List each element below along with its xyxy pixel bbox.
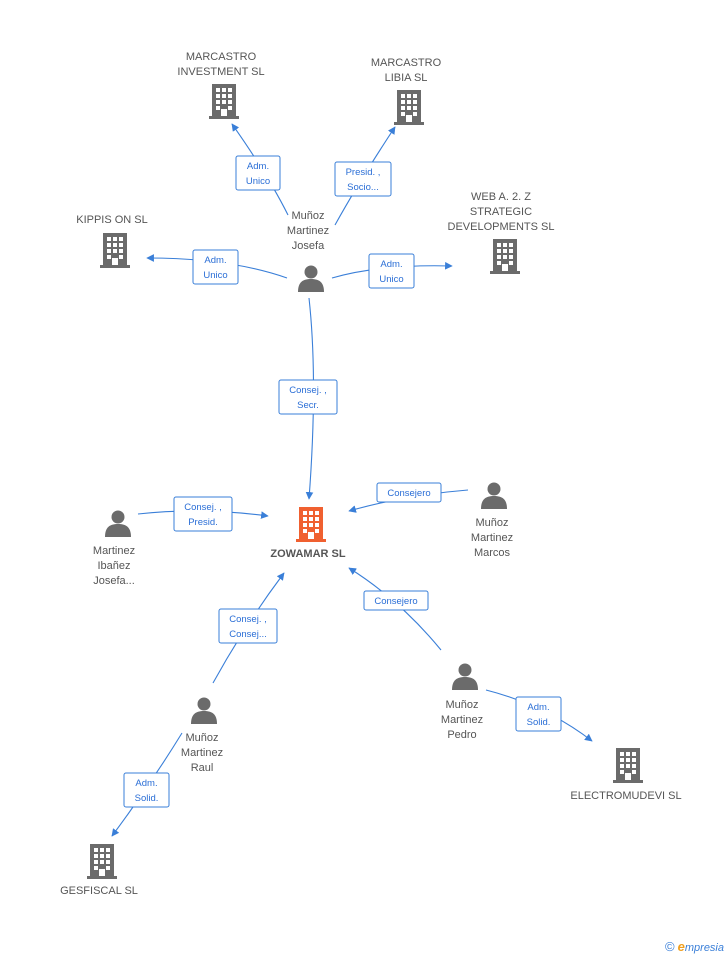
building-icon bbox=[394, 90, 424, 125]
edge-label-line: Adm. bbox=[204, 255, 226, 266]
edge-label-josefa-kippis[interactable]: Adm. Unico bbox=[192, 249, 239, 285]
copyright-symbol: © bbox=[665, 939, 675, 954]
edge-label-line: Solid. bbox=[135, 793, 159, 804]
edge-label-line: Unico bbox=[246, 176, 270, 187]
brand-logo-text: mpresia bbox=[684, 942, 724, 954]
edge-label-line: Socio... bbox=[347, 182, 379, 193]
edge-label-josefa-marcastro-investment[interactable]: Adm. Unico bbox=[235, 155, 281, 191]
edge-label-josefa-web[interactable]: Adm. Unico bbox=[368, 253, 415, 289]
company-node-electromudevi[interactable]: ELECTROMUDEVI SL bbox=[570, 748, 682, 802]
edge-label-raul-gesfiscal[interactable]: Adm. Solid. bbox=[123, 772, 170, 808]
company-label-line: MARCASTRO bbox=[371, 57, 442, 69]
person-icon bbox=[481, 482, 507, 509]
edge-label-line: Adm. bbox=[247, 161, 269, 172]
edge-label-line: Presid. bbox=[188, 517, 218, 528]
person-label-line: Martinez bbox=[287, 225, 329, 237]
edge-label-line: Unico bbox=[379, 274, 403, 285]
building-icon bbox=[490, 239, 520, 274]
edge-label-line: Secr. bbox=[297, 400, 319, 411]
edge-label-pedro-electromudevi[interactable]: Adm. Solid. bbox=[515, 696, 562, 732]
person-label-line: Muñoz bbox=[185, 732, 218, 744]
company-label-line: MARCASTRO bbox=[186, 51, 257, 63]
edge-labels: Adm. Unico Presid. , Socio... Adm. Unico… bbox=[123, 155, 562, 808]
edge-label-line: Consejero bbox=[374, 596, 417, 607]
edge-label-ibanez-center[interactable]: Consej. , Presid. bbox=[173, 496, 233, 532]
person-label-line: Raul bbox=[191, 762, 214, 774]
edge-label-josefa-center[interactable]: Consej. , Secr. bbox=[278, 379, 338, 415]
person-label-line: Josefa bbox=[292, 240, 325, 252]
center-company-label: ZOWAMAR SL bbox=[270, 548, 345, 560]
edge-label-line: Consej... bbox=[229, 629, 267, 640]
person-node-raul[interactable]: Muñoz Martinez Raul bbox=[181, 697, 223, 775]
company-node-marcastro-investment[interactable]: MARCASTRO INVESTMENT SL bbox=[177, 51, 265, 119]
company-label-line: ELECTROMUDEVI SL bbox=[570, 790, 681, 802]
company-label-line: GESFISCAL SL bbox=[60, 885, 138, 897]
company-node-zowamar[interactable]: ZOWAMAR SL bbox=[270, 507, 346, 560]
edge-label-line: Consejero bbox=[387, 488, 430, 499]
edge-label-line: Adm. bbox=[527, 702, 549, 713]
edge-label-line: Consej. , bbox=[229, 614, 267, 625]
person-icon bbox=[298, 265, 324, 292]
person-icon bbox=[191, 697, 217, 724]
edge-label-pedro-center[interactable]: Consejero bbox=[363, 590, 429, 611]
person-label-line: Martinez bbox=[471, 532, 513, 544]
person-label-line: Josefa... bbox=[93, 575, 135, 587]
person-label-line: Muñoz bbox=[291, 210, 324, 222]
company-label-line: KIPPIS ON SL bbox=[76, 214, 148, 226]
person-label-line: Ibañez bbox=[97, 560, 130, 572]
edge-label-line: Presid. , bbox=[346, 167, 381, 178]
person-node-marcos[interactable]: Muñoz Martinez Marcos bbox=[471, 482, 513, 560]
company-label-line: DEVELOPMENTS SL bbox=[448, 221, 555, 233]
person-node-josefa[interactable]: Muñoz Martinez Josefa bbox=[287, 210, 329, 292]
building-icon bbox=[209, 84, 239, 119]
building-icon bbox=[613, 748, 643, 783]
company-label-line: LIBIA SL bbox=[385, 72, 428, 84]
brand-logo-initial: e bbox=[677, 939, 685, 954]
edge-label-line: Consej. , bbox=[184, 502, 222, 513]
edge-label-line: Unico bbox=[203, 270, 227, 281]
edge-label-raul-center[interactable]: Consej. , Consej... bbox=[218, 608, 278, 644]
person-icon bbox=[452, 663, 478, 690]
edge-label-line: Solid. bbox=[527, 717, 551, 728]
company-node-marcastro-libia[interactable]: MARCASTRO LIBIA SL bbox=[371, 57, 442, 125]
edge-label-josefa-marcastro-libia[interactable]: Presid. , Socio... bbox=[334, 161, 392, 197]
person-label-line: Pedro bbox=[447, 729, 476, 741]
person-label-line: Muñoz bbox=[445, 699, 478, 711]
edge-label-line: Adm. bbox=[380, 259, 402, 270]
person-label-line: Martinez bbox=[181, 747, 223, 759]
company-label-line: WEB A. 2. Z bbox=[471, 191, 531, 203]
person-label-line: Marcos bbox=[474, 547, 511, 559]
edge-label-line: Consej. , bbox=[289, 385, 327, 396]
building-icon bbox=[87, 844, 117, 879]
company-node-kippis-on[interactable]: KIPPIS ON SL bbox=[76, 214, 148, 268]
person-label-line: Martinez bbox=[93, 545, 135, 557]
company-node-web-a2z[interactable]: WEB A. 2. Z STRATEGIC DEVELOPMENTS SL bbox=[448, 191, 555, 274]
person-node-pedro[interactable]: Muñoz Martinez Pedro bbox=[441, 663, 483, 742]
edge-label-marcos-center[interactable]: Consejero bbox=[376, 482, 442, 503]
company-label-line: STRATEGIC bbox=[470, 206, 532, 218]
person-label-line: Martinez bbox=[441, 714, 483, 726]
company-label-line: INVESTMENT SL bbox=[177, 66, 264, 78]
footer-brand: ©empresia bbox=[665, 939, 724, 954]
edge-label-line: Adm. bbox=[135, 778, 157, 789]
company-node-gesfiscal[interactable]: GESFISCAL SL bbox=[60, 844, 138, 897]
building-icon bbox=[296, 507, 326, 542]
building-icon bbox=[100, 233, 130, 268]
person-label-line: Muñoz bbox=[475, 517, 508, 529]
person-node-ibanez[interactable]: Martinez Ibañez Josefa... bbox=[93, 510, 135, 588]
person-icon bbox=[105, 510, 131, 537]
